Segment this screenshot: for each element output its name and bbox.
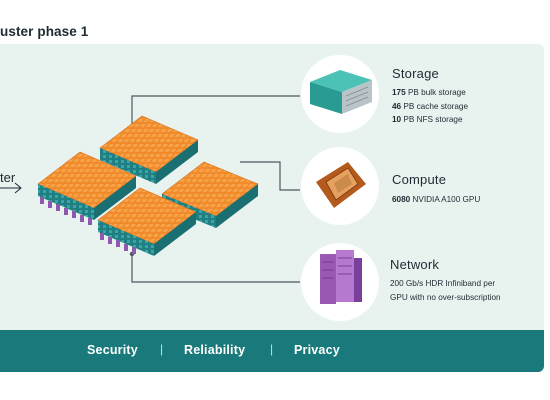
network-title: Network: [390, 257, 440, 272]
footer-reliability: Reliability: [184, 343, 246, 357]
storage-details: 175 PB bulk storage 46 PB cache storage …: [392, 86, 468, 127]
network-switch-icon: [301, 243, 379, 321]
storage-line-cache: 46 PB cache storage: [392, 101, 469, 111]
storage-line-bulk: 175 PB bulk storage: [392, 88, 466, 97]
cluster-title: uster phase 1: [0, 24, 89, 39]
footer-bar: Security | Reliability | Privacy: [0, 330, 544, 372]
left-label: ter: [0, 170, 16, 185]
network-line-1: 200 Gb/s HDR Infiniband per: [390, 279, 496, 288]
storage-connector: [131, 95, 300, 132]
footer-security: Security: [87, 343, 138, 357]
cluster-diagram-panel: ter: [0, 44, 544, 372]
compute-title: Compute: [392, 172, 447, 187]
rack-block-1: [37, 151, 137, 225]
footer-separator-2: |: [270, 342, 274, 356]
gpu-chip-icon: [301, 147, 379, 225]
storage-line-nfs: 10 PB NFS storage: [392, 115, 463, 124]
network-line-2: GPU with no over-subscription: [390, 292, 501, 302]
rack-block-4: [97, 187, 197, 256]
network-connector: [131, 254, 300, 283]
connector-lines: [131, 95, 300, 283]
compute-connector: [240, 161, 300, 191]
footer-privacy: Privacy: [294, 343, 340, 357]
storage-title: Storage: [392, 66, 439, 81]
diagram-canvas: [0, 55, 379, 321]
network-details: 200 Gb/s HDR Infiniband per GPU with no …: [390, 277, 501, 304]
compute-details: 6080 NVIDIA A100 GPU: [392, 195, 481, 204]
input-arrow: [0, 182, 22, 194]
rack-block-2: [99, 115, 199, 184]
storage-server-icon: [301, 55, 379, 133]
footer-separator-1: |: [160, 342, 164, 356]
